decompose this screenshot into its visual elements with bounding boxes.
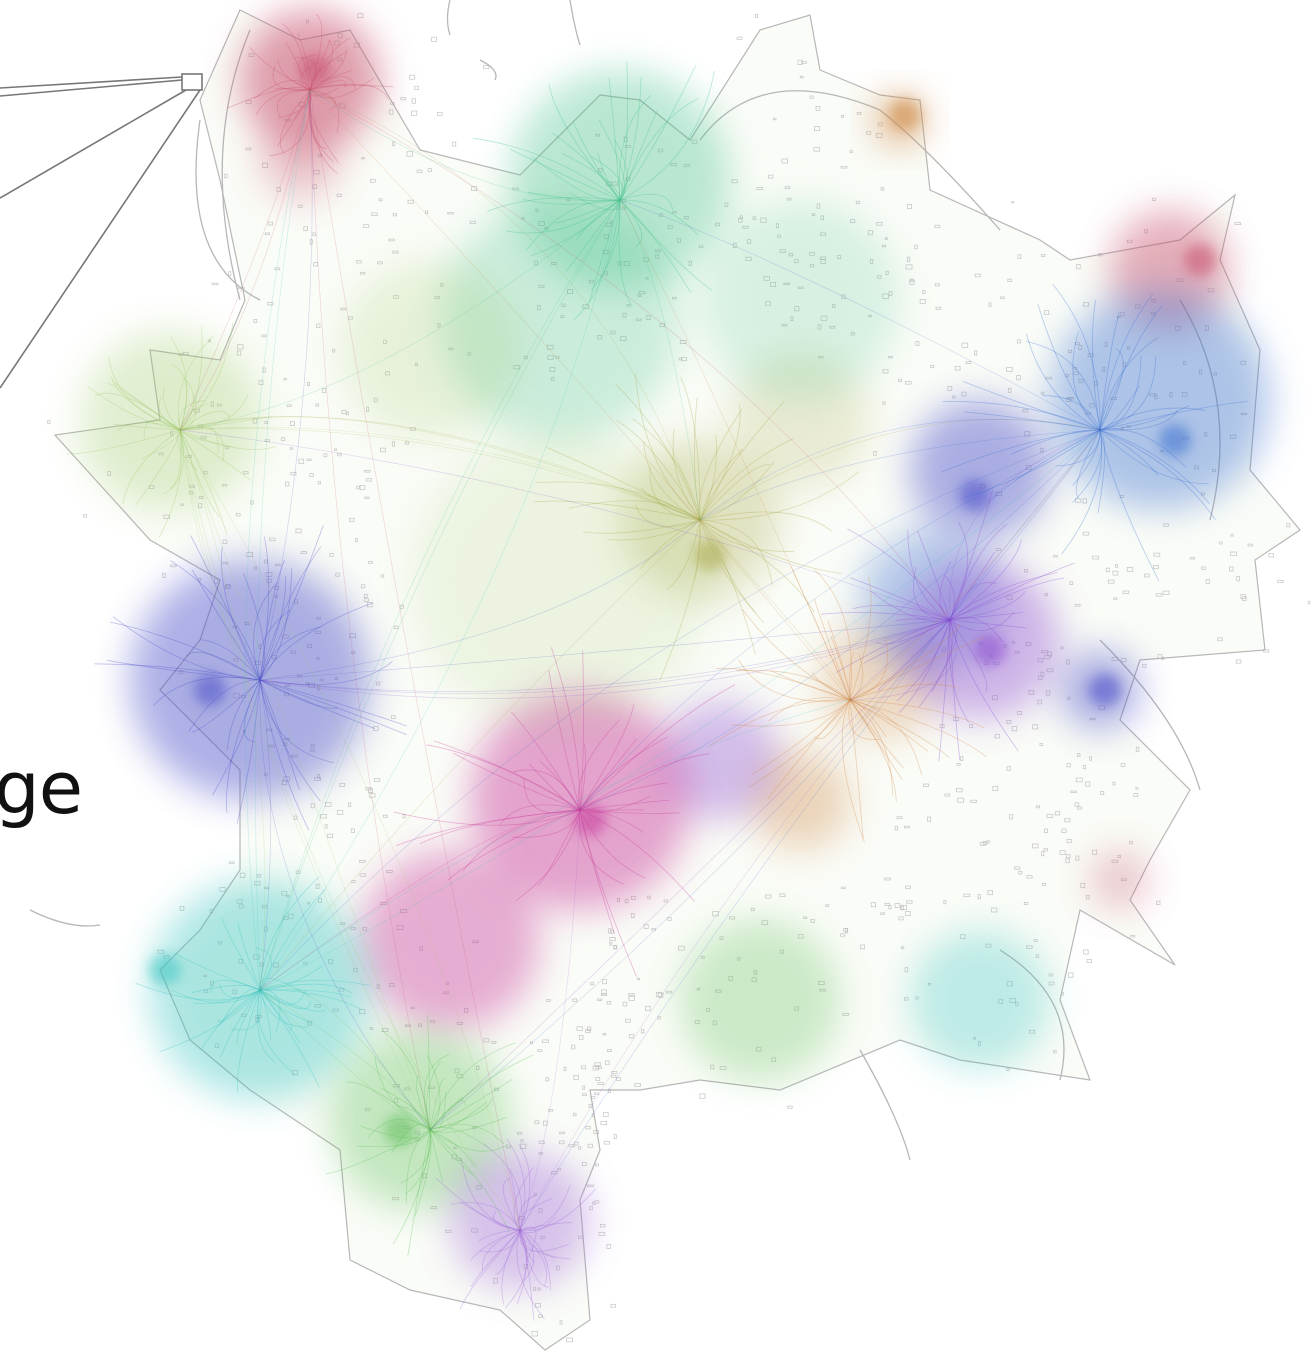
outline-strand: [860, 1050, 910, 1160]
cluster-core-blue: [1159, 424, 1191, 456]
cluster-core-violet: [974, 634, 1006, 666]
outline-speckle: [358, 14, 363, 18]
outline-speckle: [1061, 992, 1063, 995]
outline-speckle: [1068, 973, 1073, 977]
callout-line: [0, 90, 186, 198]
cluster-core-orange: [889, 99, 921, 131]
cluster-core-red: [1184, 244, 1216, 276]
cluster-core-indigo: [959, 479, 991, 511]
outline-strand: [30, 910, 100, 926]
outline-speckle: [229, 862, 234, 864]
outline-speckle: [1278, 580, 1283, 582]
outline-speckle: [611, 1304, 616, 1307]
outline-speckle: [410, 75, 415, 79]
outline-speckle: [614, 1135, 616, 1139]
outline-speckle: [788, 1106, 793, 1108]
outline-strand: [570, 0, 580, 45]
outline-speckle: [432, 37, 437, 41]
outline-speckle: [412, 99, 415, 104]
outline-speckle: [700, 1094, 705, 1098]
zoom-box: [182, 74, 202, 90]
outline-speckle: [1235, 223, 1241, 225]
outline-speckle: [600, 1224, 605, 1227]
outline-speckle: [401, 97, 406, 100]
cluster-red: [260, 120, 340, 200]
outline-speckle: [599, 1232, 605, 1235]
outline-speckle: [1012, 201, 1014, 203]
outline-speckle: [415, 86, 419, 89]
cluster-core-indigo: [1089, 674, 1121, 706]
outline-speckle: [594, 1093, 598, 1095]
outline-speckle: [412, 111, 417, 116]
outline-speckle: [163, 573, 166, 577]
outline-speckle: [590, 1206, 593, 1209]
outline-speckle: [452, 142, 456, 146]
outline-speckle: [212, 283, 218, 285]
outline-speckle: [1084, 950, 1089, 954]
cluster-green: [700, 200, 900, 400]
outline-speckle: [1236, 660, 1241, 663]
outline-speckle: [1143, 664, 1146, 667]
outline-speckle: [84, 514, 87, 517]
outline-speckle: [437, 113, 442, 116]
outline-speckle: [755, 14, 757, 17]
outline-strand: [480, 60, 496, 80]
outline-speckle: [171, 565, 176, 567]
outline-speckle: [601, 1122, 607, 1125]
outline-speckle: [607, 1245, 611, 1249]
outline-speckle: [603, 1113, 608, 1117]
outline-speckle: [595, 1201, 599, 1203]
outline-speckle: [587, 1185, 593, 1187]
outline-speckle: [1157, 901, 1161, 905]
cluster-teal: [910, 930, 1050, 1070]
cluster-core-teal: [149, 954, 181, 986]
outline-speckle: [567, 1338, 573, 1342]
outline-speckle: [228, 272, 231, 276]
outline-speckle: [1006, 1069, 1009, 1071]
outline-speckle: [737, 37, 742, 39]
outline-speckle: [180, 907, 184, 911]
outline-speckle: [593, 1202, 595, 1205]
cluster-blue: [1050, 290, 1270, 510]
outline-speckle: [484, 66, 489, 69]
outline-speckle: [1087, 959, 1091, 962]
outline-speckle: [604, 1141, 609, 1144]
cluster-indigo: [130, 560, 370, 800]
cluster-red: [1090, 850, 1150, 910]
outline-speckle: [1153, 198, 1156, 200]
outline-speckle: [1269, 553, 1274, 557]
cropped-label-text: ge: [0, 752, 82, 824]
outline-speckle: [596, 1164, 599, 1166]
outline-strand: [448, 0, 451, 35]
cluster-leaf: [680, 920, 840, 1080]
outline-speckle: [48, 420, 50, 423]
cluster-core-indigo: [194, 674, 226, 706]
